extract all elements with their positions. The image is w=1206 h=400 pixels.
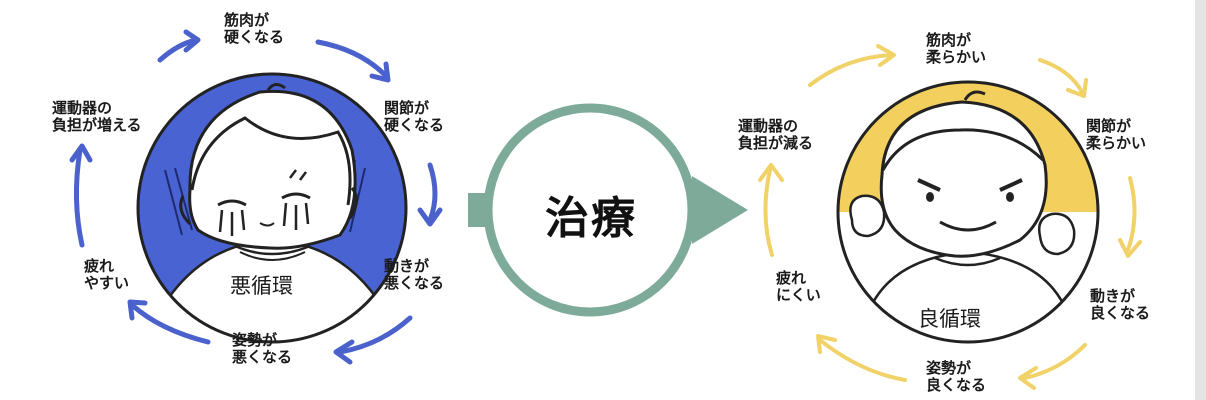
vicious-step-movement: 動きが悪くなる bbox=[384, 257, 445, 292]
vicious-step-fatigue: 疲れやすい bbox=[84, 257, 130, 292]
virtuous-cycle-arrows bbox=[758, 44, 1142, 390]
virtuous-step-fatigue: 疲れにくい bbox=[776, 269, 821, 304]
crying-face-icon bbox=[179, 83, 358, 250]
determined-face-icon bbox=[849, 90, 1076, 258]
vicious-cycle-circle bbox=[136, 72, 408, 344]
treatment-circle bbox=[483, 103, 697, 317]
vicious-step-muscle: 筋肉が硬くなる bbox=[224, 11, 285, 46]
vicious-step-burden: 運動器の負担が増える bbox=[52, 99, 142, 134]
virtuous-step-movement: 動きが良くなる bbox=[1090, 287, 1151, 322]
virtuous-step-posture: 姿勢が良くなる bbox=[926, 359, 987, 394]
vicious-cycle-arrows bbox=[69, 29, 443, 365]
virtuous-step-burden: 運動器の負担が減る bbox=[738, 117, 814, 152]
virtuous-cycle-title: 良循環 bbox=[918, 307, 981, 331]
virtuous-step-muscle: 筋肉が柔らかい bbox=[926, 31, 987, 66]
treatment-label: 治療 bbox=[545, 193, 637, 244]
virtuous-step-joint: 関節が柔らかい bbox=[1086, 117, 1147, 152]
vicious-step-joint: 関節が硬くなる bbox=[384, 99, 445, 134]
vicious-step-posture: 姿勢が悪くなる bbox=[232, 331, 293, 366]
vicious-cycle-title: 悪循環 bbox=[230, 274, 293, 298]
page-edge bbox=[1195, 0, 1206, 400]
virtuous-cycle-circle bbox=[836, 80, 1100, 344]
